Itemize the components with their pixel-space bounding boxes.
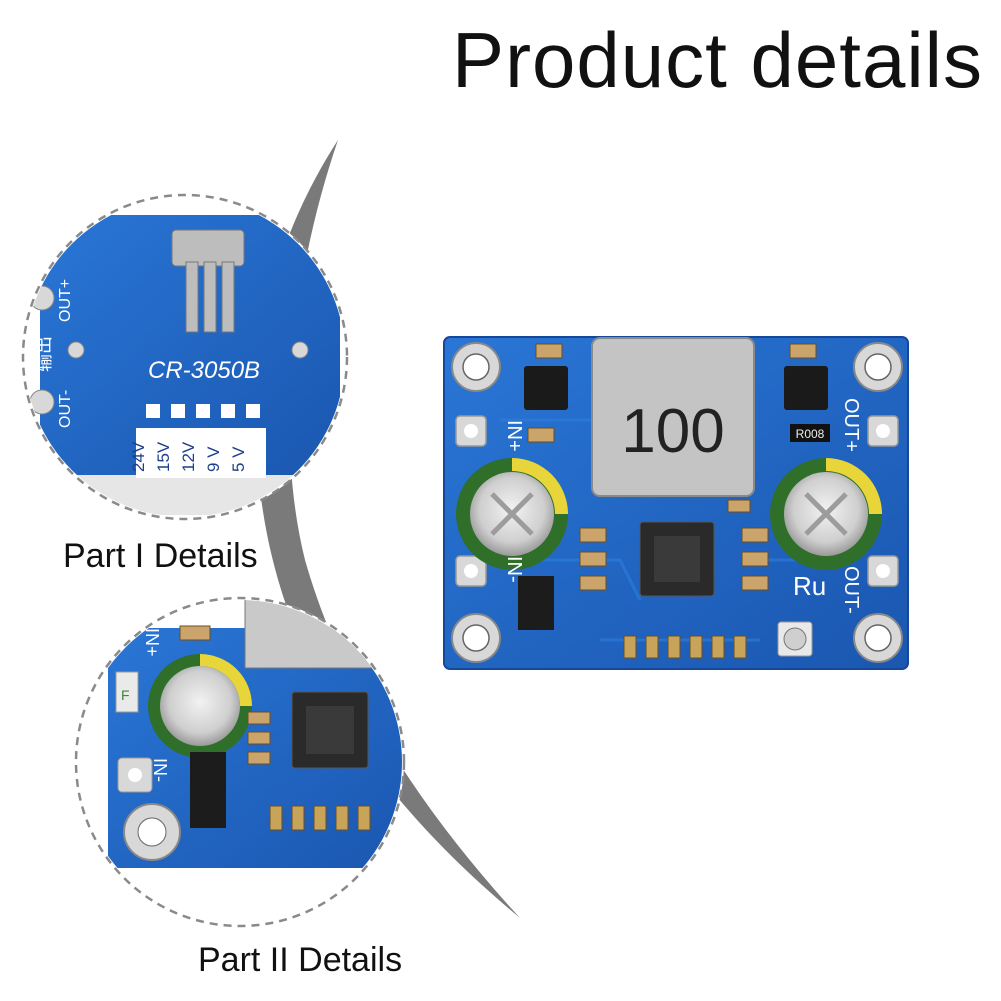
part-1-caption: Part I Details <box>63 537 258 575</box>
part-2-caption: Part II Details <box>198 941 403 979</box>
zoom-capacitor <box>148 654 252 758</box>
zoom-label-out-minus: OUT- <box>57 390 74 428</box>
zoom-label-in-minus: IN- <box>150 758 170 782</box>
input-capacitor <box>456 458 568 570</box>
output-label-cn: 输出 <box>34 336 55 372</box>
label-out-minus: OUT- <box>840 566 862 614</box>
voltage-5v: 5 V <box>229 446 248 472</box>
voltage-24v: 24V <box>129 441 148 472</box>
voltage-12v: 12V <box>179 441 198 472</box>
model-label: CR-3050B <box>148 357 260 384</box>
inductor-marking: 100 <box>621 397 724 466</box>
label-out-plus: OUT+ <box>840 398 862 452</box>
main-board: 100 R008 <box>443 336 909 670</box>
page-title: Product details <box>452 16 983 104</box>
voltage-9v: 9 V <box>204 446 223 472</box>
output-capacitor <box>770 458 882 570</box>
inductor <box>591 337 755 497</box>
zoom-label-in-plus: IN+ <box>142 628 162 657</box>
voltage-labels: 24V 15V 12V 9 V 5 V <box>129 441 248 472</box>
detail-circle-1: CR-3050B 24V 15V 12V 9 V 5 V OUT+ OUT- 输… <box>21 193 349 521</box>
fuse-marking: F <box>121 687 130 703</box>
label-in-plus: IN+ <box>503 420 525 452</box>
detail-circle-2: F IN- IN+ <box>74 596 406 928</box>
label-in-minus: IN- <box>503 556 525 583</box>
zoom-label-out-plus: OUT+ <box>57 279 74 322</box>
resistor-marking: R008 <box>796 427 825 441</box>
voltage-15v: 15V <box>154 441 173 472</box>
board-logo: Ru <box>793 571 826 601</box>
